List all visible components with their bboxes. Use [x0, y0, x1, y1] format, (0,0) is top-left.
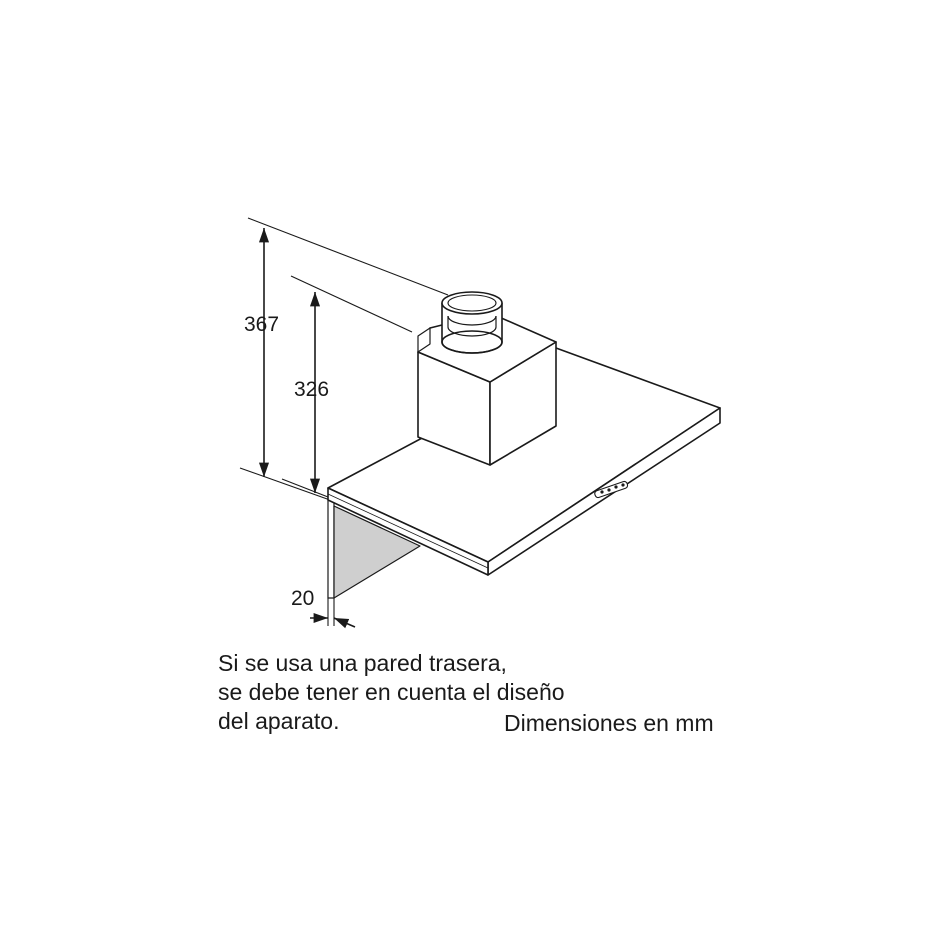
back-wall-note-line-3: del aparato.: [218, 708, 340, 734]
control-panel: [594, 480, 629, 499]
dimension-lines: [258, 228, 356, 629]
duct-connector: [441, 291, 503, 354]
dimension-line-20-right: [333, 617, 356, 629]
back-wall-note-line-1: Si se usa una pared trasera,: [218, 650, 507, 676]
chimney-back-lip: [417, 327, 431, 353]
back-wall-panel: [327, 499, 421, 599]
back-wall-note: Si se usa una pared trasera, se debe ten…: [218, 649, 565, 736]
dimension-label-367: 367: [244, 313, 279, 336]
back-wall-note-line-2: se debe tener en cuenta el diseño: [218, 679, 565, 705]
dimension-label-20: 20: [291, 587, 314, 610]
dimension-label-326: 326: [294, 378, 329, 401]
canopy-side-edge: [327, 487, 489, 576]
units-note: Dimensiones en mm: [504, 710, 714, 736]
